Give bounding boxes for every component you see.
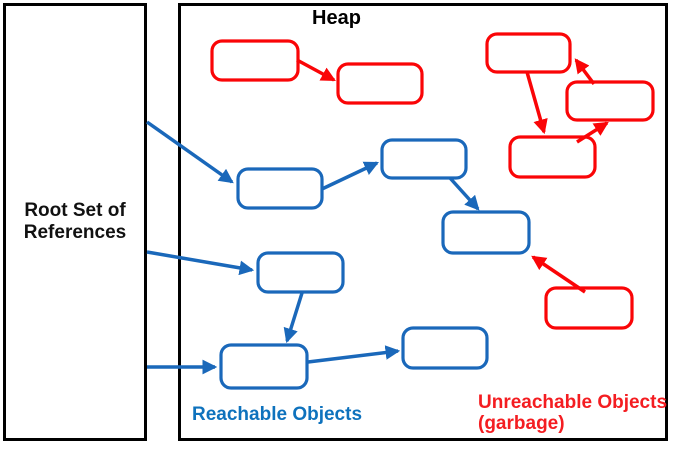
- unreachable-objects-label: Unreachable Objects (garbage): [478, 392, 668, 434]
- heap-box: [178, 3, 668, 441]
- root-set-box: Root Set of References: [3, 3, 147, 441]
- reachable-objects-label: Reachable Objects: [192, 404, 363, 425]
- heap-label: Heap: [312, 7, 361, 29]
- root-set-label: Root Set of References: [23, 199, 127, 243]
